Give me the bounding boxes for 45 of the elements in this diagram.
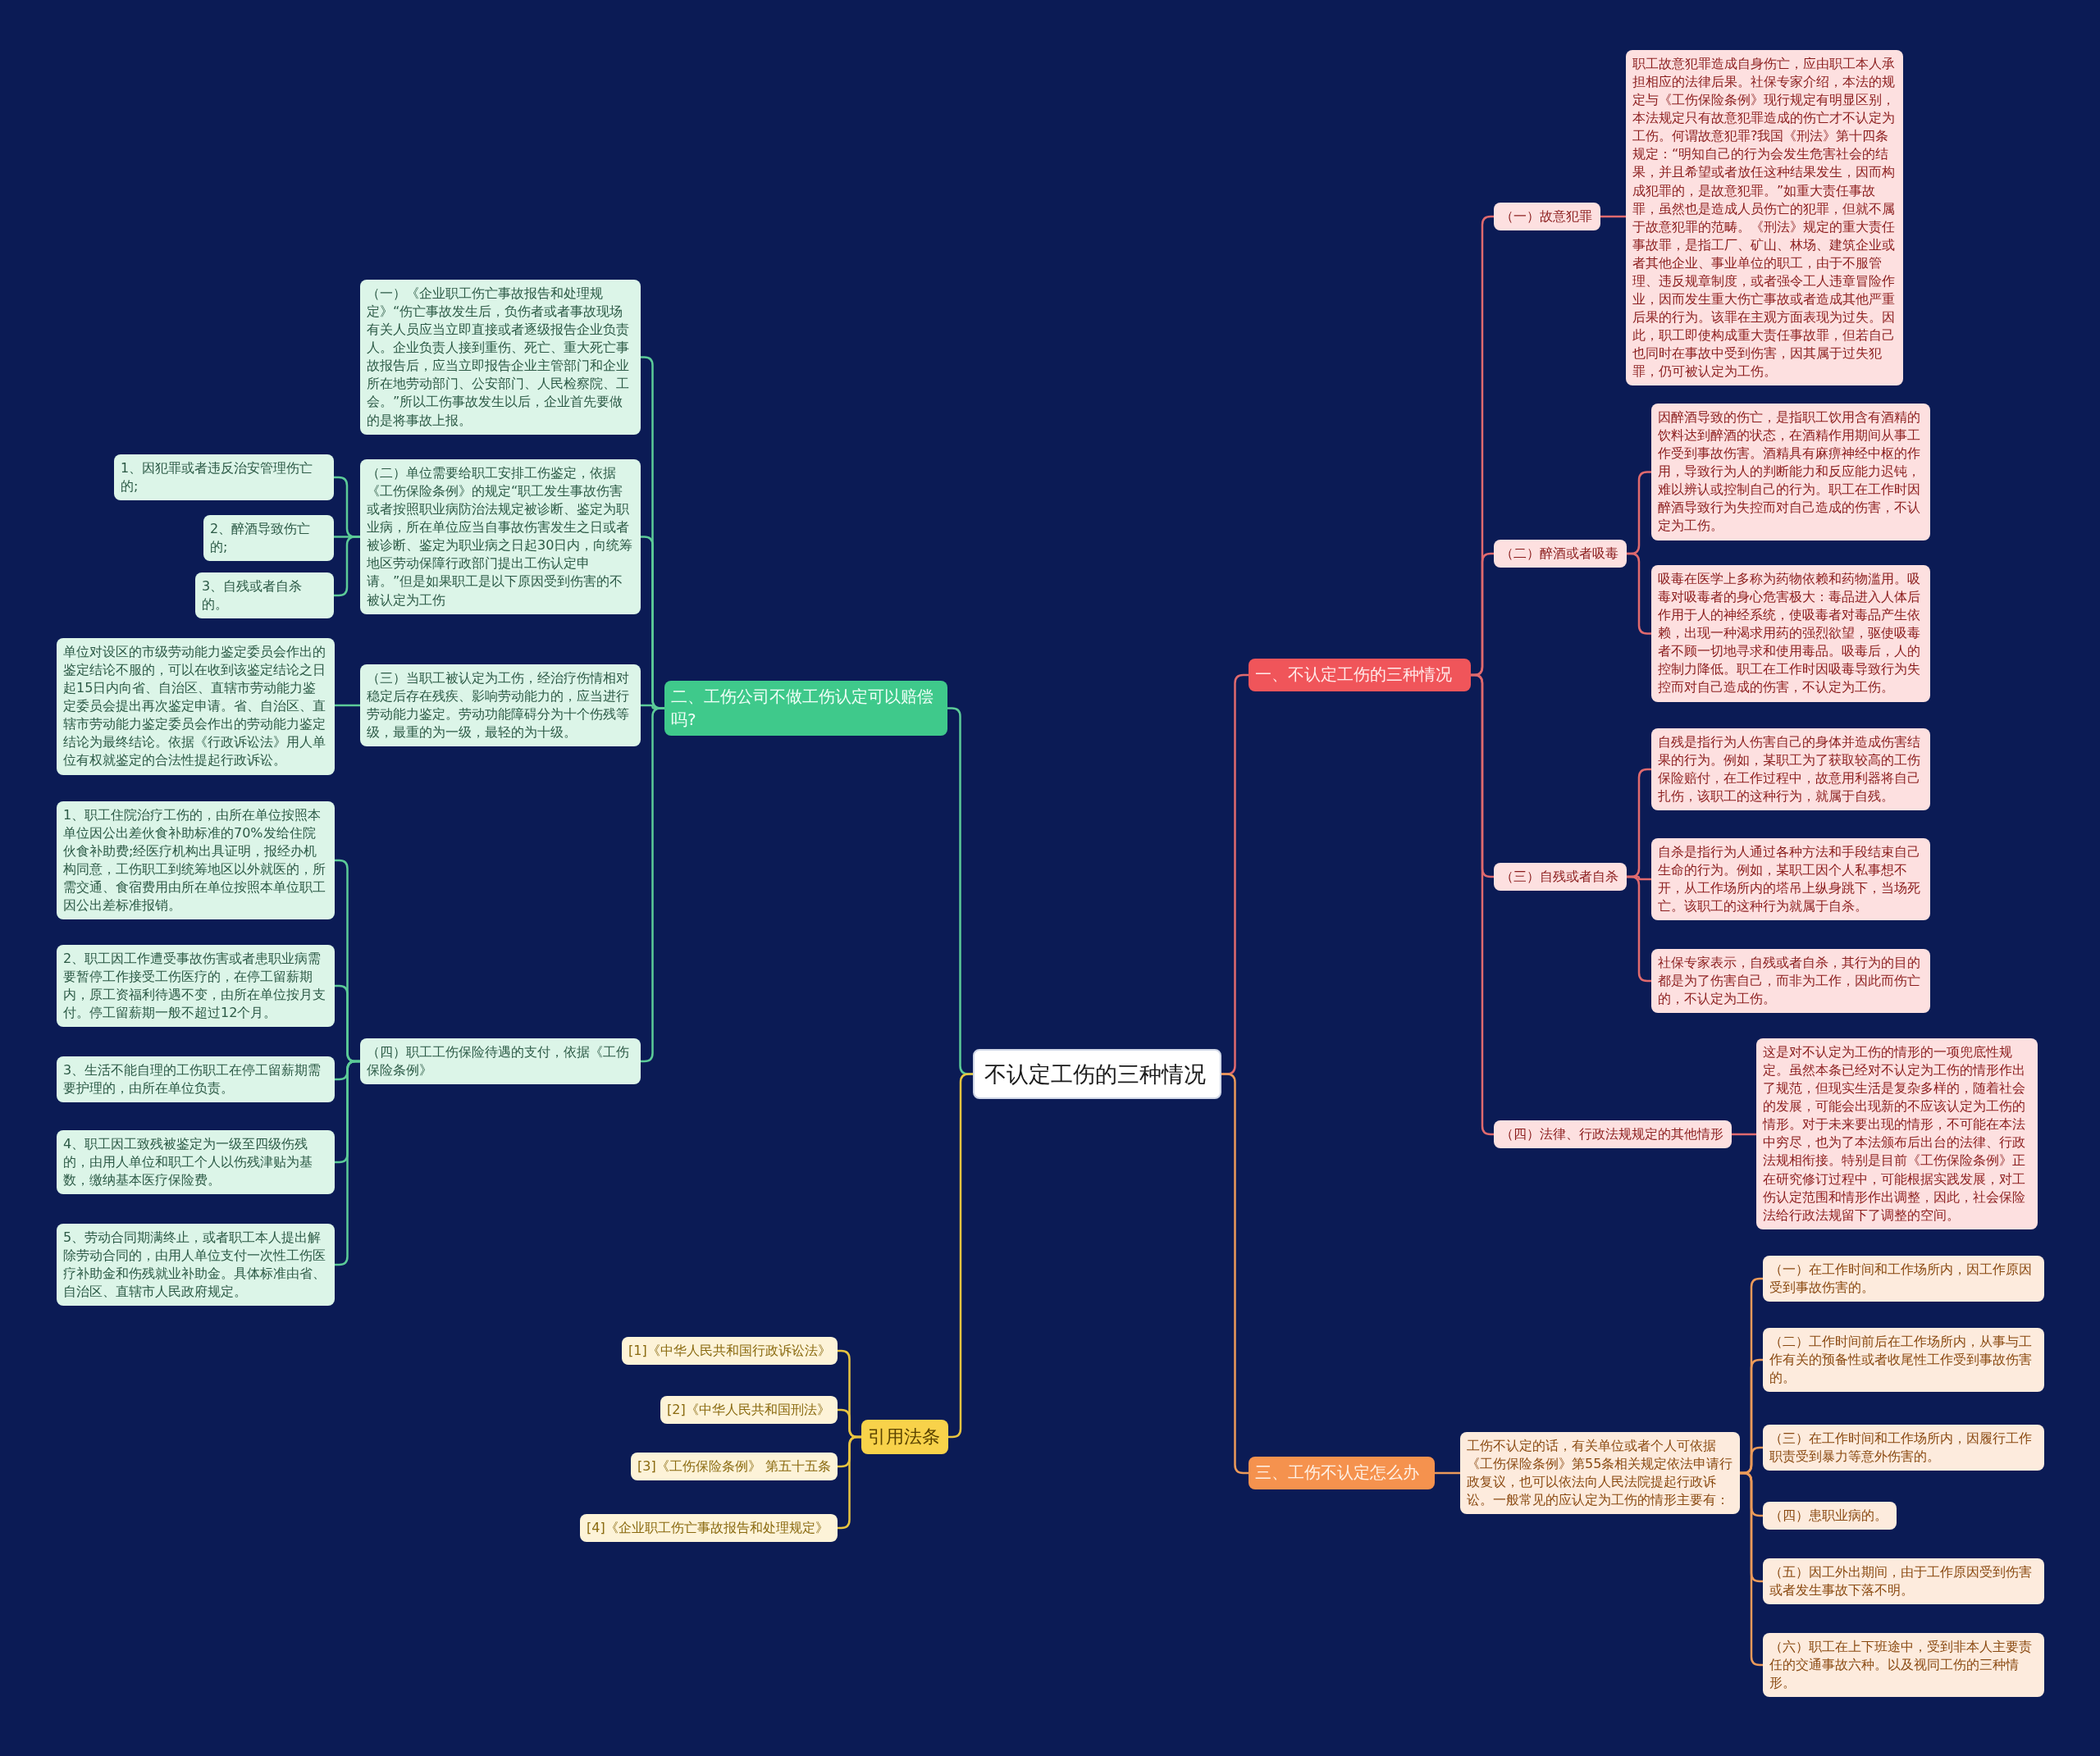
- reference-box: [3]《工伤保险条例》 第五十五条: [631, 1453, 838, 1481]
- subtopic-box: （一）故意犯罪: [1494, 203, 1600, 231]
- note-box: （六）职工在上下班途中，受到非本人主要责任的交通事故六种。以及视同工伤的三种情形。: [1763, 1633, 2044, 1698]
- note-box: 4、职工因工致残被鉴定为一级至四级伤残的，由用人单位和职工个人以伤残津贴为基数，缴纳基本医疗保险费。: [57, 1130, 335, 1195]
- note-box: 3、生活不能自理的工伤职工在停工留薪期需要护理的，由所在单位负责。: [57, 1056, 335, 1103]
- note-box: 2、醉酒导致伤亡的;: [203, 515, 334, 562]
- connector-line: [1221, 1073, 1249, 1475]
- branch-topic-box: 引用法条: [861, 1420, 948, 1455]
- note-box: 1、职工住院治疗工伤的，由所在单位按照本单位因公出差伙食补助标准的70%发给住院伙食补助费;经医疗机构出具证明，报经办机构同意，工伤职工到统筹地区以外就医的，所需交通、食宿费用由所在单位按照本单位职工因公出差标准报销。: [57, 801, 335, 920]
- branch-topic-box: 三、工伤不认定怎么办: [1249, 1457, 1435, 1489]
- reference-box: [1]《中华人民共和国行政诉讼法》: [622, 1337, 838, 1366]
- note-box: 工伤不认定的话，有关单位或者个人可依据《工伤保险条例》第55条相关规定依法申请行政复议，也可以依法向人民法院提起行政诉讼。一般常见的应认定为工伤的情形主要有：: [1460, 1432, 1740, 1515]
- note-box: 3、自残或者自杀的。: [195, 572, 334, 619]
- central-topic-box: 不认定工伤的三种情况: [973, 1049, 1221, 1100]
- note-box: 这是对不认定为工伤的情形的一项兜底性规定。虽然本条已经对不认定为工伤的情形作出了规范，但现实生活是复杂多样的，随着社会的发展，可能会出现新的不应该认定为工伤的情形。对于未来要出现的情形，不可能在本法中穷尽，也为了本法颁布后出台的法律、行政法规相衔接。特别是目前《工伤保险条例》正在研究修订过程中，可能根据实践发展，对工伤认定范围和情形作出调整，因此，社会保险法给行政法规留下了调整的空间。: [1756, 1038, 2038, 1229]
- note-box: 吸毒在医学上多称为药物依赖和药物滥用。吸毒对吸毒者的身心危害极大：毒品进入人体后作用于人的神经系统，使吸毒者对毒品产生依赖，出现一种渴求用药的强烈欲望，驱使吸毒者不顾一切地寻求和使用毒品。吸毒后，人的控制力降低。职工在工作时因吸毒导致行为失控而对自己造成的伤害，不认定为工伤。: [1651, 565, 1930, 702]
- note-box: 职工故意犯罪造成自身伤亡，应由职工本人承担相应的法律后果。社保专家介绍，本法的规定与《工伤保险条例》现行规定有明显区别，本法规定只有故意犯罪造成的伤亡才不认定为工伤。何谓故意犯罪?我国《刑法》第十四条规定：“明知自己的行为会发生危害社会的结果，并且希望或者放任这种结果发生，因而构成犯罪的，是故意犯罪。”如重大责任事故罪，虽然也是造成人员伤亡的犯罪，但就不属于故意犯罪的范畴。《刑法》规定的重大责任事故罪，是指工厂、矿山、林场、建筑企业或者其他企业、事业单位的职工，由于不服管理、违反规章制度，或者强令工人违章冒险作业，因而发生重大伤亡事故或者造成其他严重后果的行为。该罪在主观方面表现为过失。因此，职工即使构成重大责任事故罪，但若自己也同时在事故中受到伤害，因其属于过失犯罪，仍可被认定为工伤。: [1626, 50, 1903, 386]
- reference-box: [2]《中华人民共和国刑法》: [660, 1396, 838, 1425]
- note-box: （二）工作时间前后在工作场所内，从事与工作有关的预备性或者收尾性工作受到事故伤害的。: [1763, 1328, 2044, 1393]
- note-box: 自残是指行为人伤害自己的身体并造成伤害结果的行为。例如，某职工为了获取较高的工伤保险赔付，在工作过程中，故意用利器将自己扎伤，该职工的这种行为，就属于自残。: [1651, 728, 1930, 811]
- note-box: （一）在工作时间和工作场所内，因工作原因受到事故伤害的。: [1763, 1256, 2044, 1302]
- note-box: （三）当职工被认定为工伤，经治疗伤情相对稳定后存在残疾、影响劳动能力的，应当进行劳动能力鉴定。劳动功能障碍分为十个伤残等级，最重的为一级，最轻的为十级。: [360, 664, 641, 747]
- branch-topic-box: 二、工伤公司不做工伤认定可以赔偿吗?: [664, 681, 947, 737]
- note-box: （四）患职业病的。: [1763, 1502, 1897, 1530]
- subtopic-box: （三）自残或者自杀: [1494, 863, 1627, 892]
- subtopic-box: （二）醉酒或者吸毒: [1494, 540, 1627, 568]
- note-box: （三）在工作时间和工作场所内，因履行工作职责受到暴力等意外伤害的。: [1763, 1425, 2044, 1471]
- note-box: 单位对设区的市级劳动能力鉴定委员会作出的鉴定结论不服的，可以在收到该鉴定结论之日起15日内向省、自治区、直辖市劳动能力鉴定委员会提出再次鉴定申请。省、自治区、直辖市劳动能力鉴定委员会作出的劳动能力鉴定结论为最终结论。依据《行政诉讼法》用人单位有权就鉴定的合法性提起行政诉讼。: [57, 638, 335, 775]
- note-box: （四）职工工伤保险待遇的支付，依据《工伤保险条例》: [360, 1038, 641, 1085]
- note-box: 2、职工因工作遭受事故伤害或者患职业病需要暂停工作接受工伤医疗的，在停工留薪期内，原工资福利待遇不变，由所在单位按月支付。停工留薪期一般不超过12个月。: [57, 945, 335, 1028]
- note-box: （二）单位需要给职工安排工伤鉴定，依据《工伤保险条例》的规定“职工发生事故伤害或者按照职业病防治法规定被诊断、鉴定为职业病，所在单位应当自事故伤害发生之日或者被诊断、鉴定为职业病之日起30日内，向统筹地区劳动保障行政部门提出工伤认定申请。”但是如果职工是以下原因受到伤害的不被认定为工伤: [360, 459, 641, 614]
- connector-line: [1732, 1133, 1756, 1136]
- subtopic-box: （四）法律、行政法规规定的其他情形: [1494, 1120, 1732, 1149]
- connector-line: [1600, 215, 1626, 218]
- note-box: 自杀是指行为人通过各种方法和手段结束自己生命的行为。例如，某职工因个人私事想不开，从工作场所内的塔吊上纵身跳下，当场死亡。该职工的这种行为就属于自杀。: [1651, 838, 1930, 921]
- note-box: 5、劳动合同期满终止，或者职工本人提出解除劳动合同的，由用人单位支付一次性工伤医疗补助金和伤残就业补助金。具体标准由省、自治区、直辖市人民政府规定。: [57, 1224, 335, 1307]
- connector-line: [1435, 1471, 1460, 1475]
- connector-line: [335, 704, 360, 707]
- note-box: 1、因犯罪或者违反治安管理伤亡的;: [114, 454, 334, 501]
- branch-topic-box: 一、不认定工伤的三种情况: [1249, 659, 1471, 691]
- note-box: 社保专家表示，自残或者自杀，其行为的目的都是为了伤害自己，而非为工作，因此而伤亡的，不认定为工伤。: [1651, 949, 1930, 1014]
- note-box: （五）因工外出期间，由于工作原因受到伤害或者发生事故下落不明。: [1763, 1558, 2044, 1605]
- reference-box: [4]《企业职工伤亡事故报告和处理规定》: [580, 1514, 838, 1543]
- note-box: 因醉酒导致的伤亡，是指职工饮用含有酒精的饮料达到醉酒的状态，在酒精作用期间从事工作受到事故伤害。酒精具有麻痹神经中枢的作用，导致行为人的判断能力和反应能力迟钝，难以辨认或控制自己的行为。职工在工作时因醉酒导致行为失控而对自己造成的伤害，不认定为工伤。: [1651, 404, 1930, 540]
- note-box: （一）《企业职工伤亡事故报告和处理规定》“伤亡事故发生后，负伤者或者事故现场有关人员应当立即直接或者逐级报告企业负责人。企业负责人接到重伤、死亡、重大死亡事故报告后，应当立即报告企业主管部门和企业所在地劳动部门、公安部门、人民检察院、工会。”所以工伤事故发生以后，企业首先要做的是将事故上报。: [360, 280, 641, 435]
